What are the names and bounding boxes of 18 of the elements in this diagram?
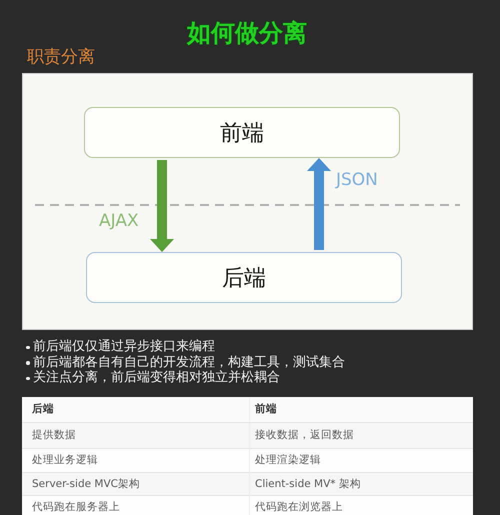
table-cell: Client-side MV* 架构 — [250, 473, 473, 496]
table-cell: Server-side MVC架构 — [22, 473, 250, 496]
list-item: 关注点分离，前后端变得相对独立并松耦合 — [33, 370, 280, 386]
list-item: 前后端仅仅通过异步接口来编程 — [33, 339, 215, 355]
edge-label: AJAX — [99, 211, 139, 231]
arrow — [150, 160, 174, 252]
table-cell: 处理业务逻辑 — [22, 449, 250, 473]
title: 如何做分离 — [187, 19, 307, 47]
table-header-cell: 前端 — [250, 397, 473, 423]
subtitle: 职责分离 — [27, 47, 95, 67]
table-cell: 接收数据，返回数据 — [250, 423, 473, 449]
edge-label: JSON — [336, 170, 378, 190]
rounded-box: 后端 — [86, 252, 402, 303]
arrow — [307, 158, 331, 250]
list-item: 前后端都各自有自己的开发流程，构建工具，测试集合 — [33, 354, 345, 370]
rounded-box: 前端 — [84, 107, 400, 158]
table-header-cell: 后端 — [22, 397, 250, 423]
table-cell: 提供数据 — [22, 423, 250, 449]
